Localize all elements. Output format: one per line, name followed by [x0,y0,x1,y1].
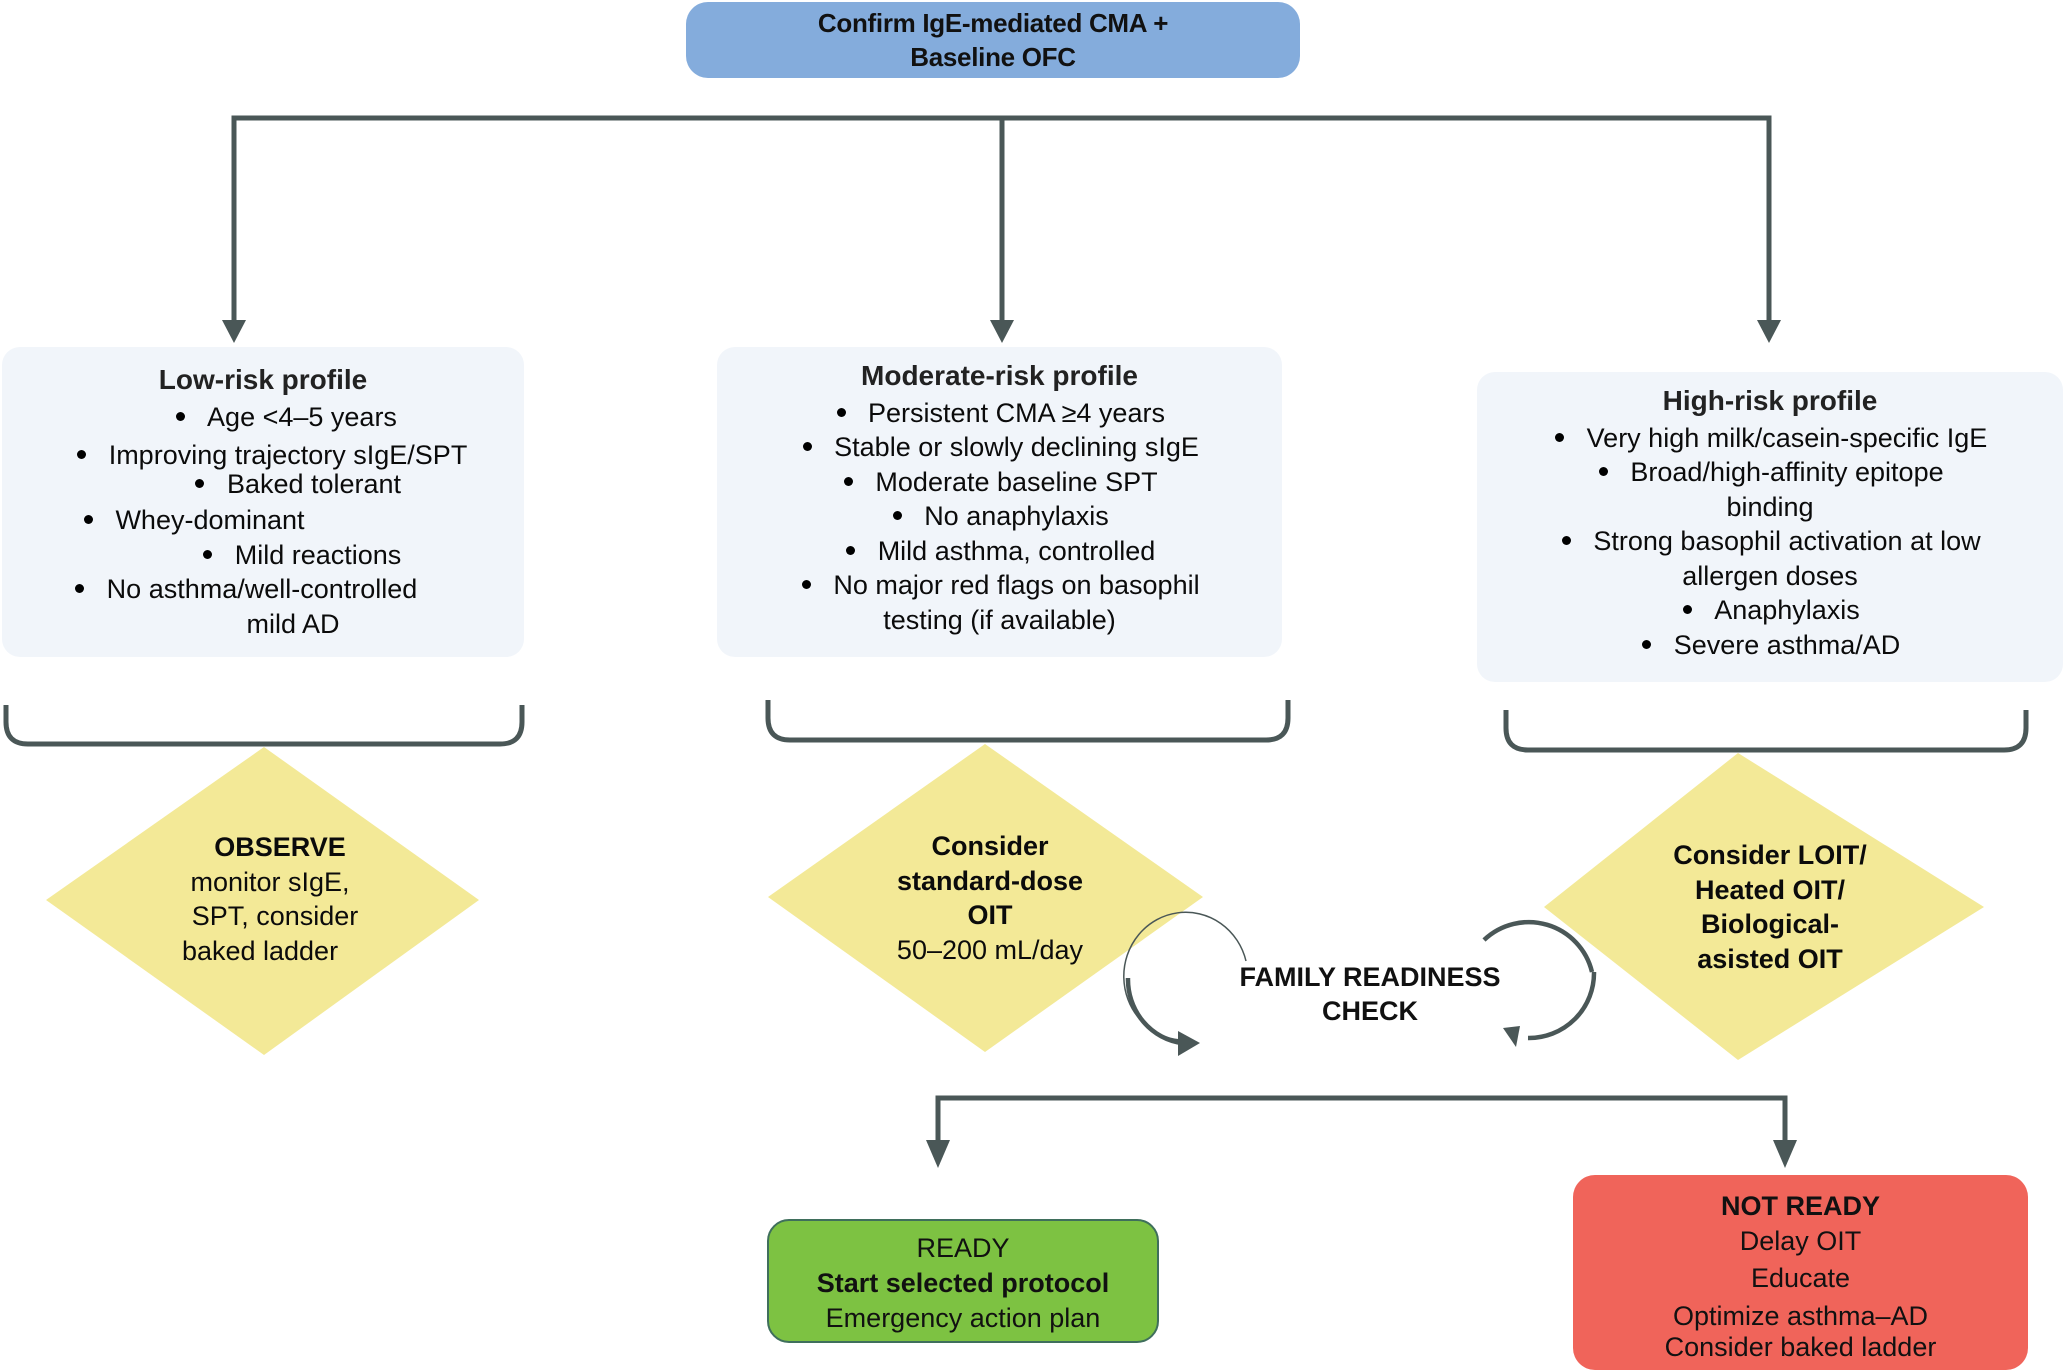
profile-title: Low-risk profile [158,364,368,395]
observe-diamond [46,747,479,1055]
arrow-down-icon [990,320,1014,343]
standard-oit-decision-text: Consider standard-dose OIT 50–200 mL/day [896,831,1084,965]
bullet-icon [834,396,848,410]
list-item: Very high milk/casein-specific IgE [1477,421,2063,456]
arrow-down-icon [1757,320,1781,343]
bullet-icon [193,467,207,481]
low-bracket [3,705,525,747]
bullet-icon [844,534,858,548]
ready-action: Start selected protocol [816,1268,1110,1298]
bullet-icon [75,438,89,452]
start-line-2: Baseline OFC [910,42,1076,72]
profile-title: High-risk profile [1662,385,1878,416]
list-item: Stable or slowly declining sIgE [717,430,1282,465]
list-item: Age <4–5 years [24,400,546,435]
loit-diamond [1544,753,1984,1060]
list-item: Moderate baseline SPT [717,465,1282,500]
moderate-risk-profile: Moderate-risk profile Persistent CMA ≥4 … [717,347,1282,657]
loit-decision-text: Consider LOIT/ Heated OIT/ Biological- a… [1673,840,1867,974]
list-item: Anaphylaxis [1477,593,2063,628]
not-ready-item: Optimize asthma–AD [1672,1300,1929,1331]
list-item: Strong basophil activation at low [1477,524,2063,559]
bullet-icon [1680,593,1694,607]
list-item: No asthma/well-controlled [0,572,506,607]
not-ready-outcome: NOT READY Delay OIT Educate Optimize ast… [1573,1175,2028,1370]
list-item-continuation: binding [1726,491,1814,522]
bullet-icon [1559,524,1573,538]
not-ready-item: Consider baked ladder [1664,1332,1937,1362]
high-risk-profile: High-risk profile Very high milk/casein-… [1477,372,2063,682]
ready-outcome: READY Start selected protocol Emergency … [767,1219,1159,1343]
bullet-icon [173,400,187,414]
start-node: Confirm IgE-mediated CMA + Baseline OFC [686,2,1300,78]
cycle-arrow-right-icon [1482,919,1595,973]
bullet-icon [841,465,855,479]
low-risk-profile: Low-risk profile Age <4–5 years Improvin… [2,347,524,657]
list-item: Persistent CMA ≥4 years [717,396,1282,431]
bullet-icon [73,572,87,586]
arrow-down-icon [926,1140,950,1168]
bullet-icon [890,499,904,513]
standard-oit-diamond [768,744,1203,1052]
list-item: No anaphylaxis [717,499,1282,534]
list-item-continuation: allergen doses [1682,560,1858,591]
moderate-bracket [765,700,1291,743]
bullet-icon [799,568,813,582]
arrow-down-icon [1773,1140,1797,1168]
start-line-1: Confirm IgE-mediated CMA + [817,8,1169,38]
outcome-connector [935,1095,1788,1142]
cycle-arrowhead-icon [1178,1031,1200,1056]
list-item: Mild asthma, controlled [717,534,1282,569]
list-item: Whey-dominant [0,503,454,538]
list-item-continuation: testing (if available) [883,604,1116,635]
bullet-icon [1553,421,1567,435]
bullet-icon [81,503,95,517]
bullet-icon [201,538,215,552]
high-bracket [1503,710,2029,753]
arrow-down-icon [222,320,246,343]
family-readiness-check: FAMILY READINESS CHECK [1239,962,1501,1026]
ready-note: Emergency action plan [825,1303,1101,1333]
bullet-icon [1596,455,1610,469]
profile-title: Moderate-risk profile [861,360,1138,391]
list-item: Baked tolerant [36,467,558,502]
observe-decision-text: OBSERVE monitor sIgE, SPT, consider bake… [181,832,359,966]
not-ready-title: NOT READY [1720,1191,1880,1221]
bullet-icon [1640,628,1654,642]
list-item: Improving trajectory sIgE/SPT [10,438,532,473]
list-item: Mild reactions [40,538,562,573]
not-ready-item: Educate [1750,1263,1851,1293]
ready-title: READY [916,1233,1010,1263]
list-item: No major red flags on basophil [717,568,1282,603]
list-item: Severe asthma/AD [1477,628,2063,663]
list-item-continuation: mild AD [246,608,340,639]
list-item: Broad/high-affinity epitope [1477,455,2063,490]
bullet-icon [800,430,814,444]
not-ready-item: Delay OIT [1739,1225,1862,1256]
cycle-arrowhead-icon [1503,1026,1520,1047]
